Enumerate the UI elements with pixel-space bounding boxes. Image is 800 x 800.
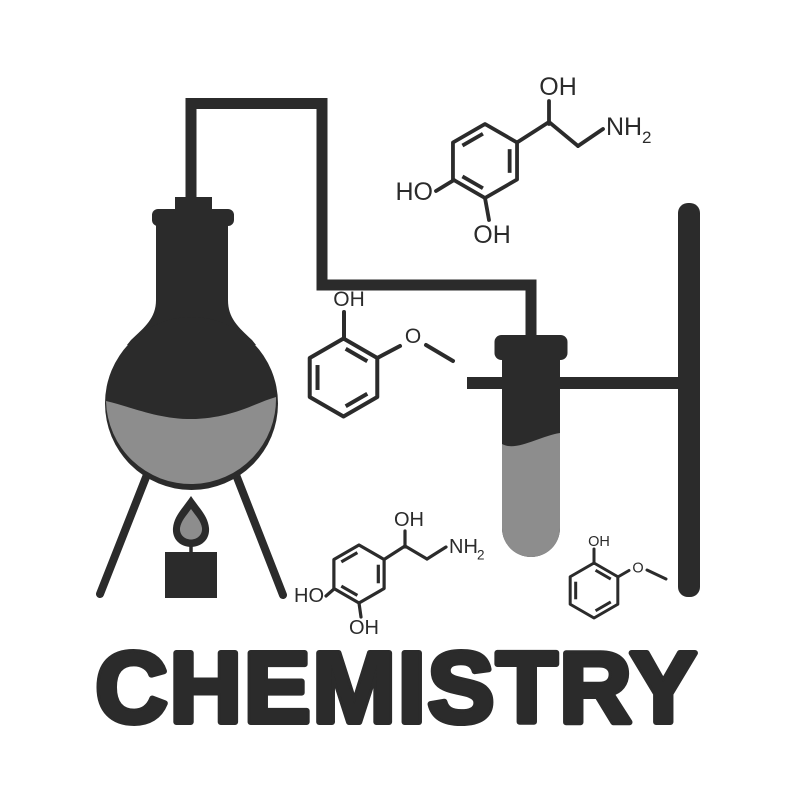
bond-chain-2 (403, 544, 429, 561)
flask-neck (127, 224, 256, 345)
atom-label-oh: OH (333, 288, 365, 311)
bond-methyl (645, 568, 668, 581)
atom-label-oh-ring: OH (349, 617, 379, 639)
tripod-leg-right (227, 458, 287, 599)
double-bond-line (344, 347, 369, 363)
bond-oh-ring (483, 196, 491, 222)
flame-core (179, 509, 203, 540)
atom-label-ho: HO (396, 178, 434, 206)
ring-outline (332, 543, 386, 605)
atom-label-oh-side: OH (539, 73, 577, 101)
double-bond-line (461, 174, 484, 190)
chemistry-title: CHEMISTRY (95, 632, 698, 744)
atom-label-amine-sub: 2 (477, 548, 485, 563)
ring-outline (307, 336, 380, 419)
atom-label-o: O (405, 325, 421, 348)
atom-label-amine: NH (449, 536, 478, 558)
double-bond-line (340, 551, 359, 564)
round-bottom-flask (96, 197, 287, 599)
test-tube (494, 335, 568, 557)
bond-oh-ring (357, 601, 363, 619)
atom-label-ho: HO (294, 585, 324, 607)
molecule-guaiacol-mid: OH O (307, 288, 455, 419)
bond-o (375, 344, 402, 360)
tripod-leg-left (96, 458, 156, 598)
benzene-ring (568, 561, 620, 620)
molecule-norepinephrine-bottom: OH NH 2 HO OH (294, 509, 485, 639)
molecule-norepinephrine-top: OH NH 2 HO OH (396, 73, 652, 249)
bond-chain-3 (576, 127, 605, 148)
ring-outline (568, 561, 620, 620)
bond-chain-3 (425, 545, 448, 561)
connecting-tube (185, 98, 537, 342)
bond-chain-1 (515, 120, 551, 145)
bond-methyl (424, 343, 455, 363)
ring-stand (467, 203, 700, 597)
tube-path (185, 98, 537, 342)
atom-label-amine-sub: 2 (642, 128, 651, 147)
bond-o (616, 569, 631, 579)
atom-label-oh-side: OH (394, 509, 424, 531)
benzene-ring (307, 336, 380, 419)
test-tube-liquid (502, 433, 560, 557)
clamp-arm (467, 377, 690, 389)
atom-label-oh: OH (588, 534, 610, 550)
bond-ho (434, 178, 456, 193)
atom-label-amine: NH (606, 113, 642, 141)
flask-rim (152, 209, 234, 226)
double-bond-line (594, 600, 612, 613)
burner (165, 496, 217, 598)
benzene-ring (451, 122, 519, 200)
bond-chain-2 (547, 120, 580, 148)
atom-label-o: O (632, 561, 643, 577)
double-bond-line (594, 568, 612, 581)
double-bond-line (340, 584, 359, 597)
molecule-guaiacol-small: OH O (568, 534, 668, 620)
atom-label-oh-ring: OH (473, 221, 511, 249)
ring-outline (451, 122, 519, 200)
double-bond-line (461, 132, 484, 148)
test-tube-cap (494, 335, 568, 360)
flask-liquid (106, 397, 277, 485)
burner-box (165, 552, 217, 598)
stand-pole (678, 203, 700, 597)
bond-ho (324, 587, 336, 598)
benzene-ring (332, 543, 386, 605)
bond-chain-1 (382, 544, 407, 562)
double-bond-line (344, 392, 369, 408)
